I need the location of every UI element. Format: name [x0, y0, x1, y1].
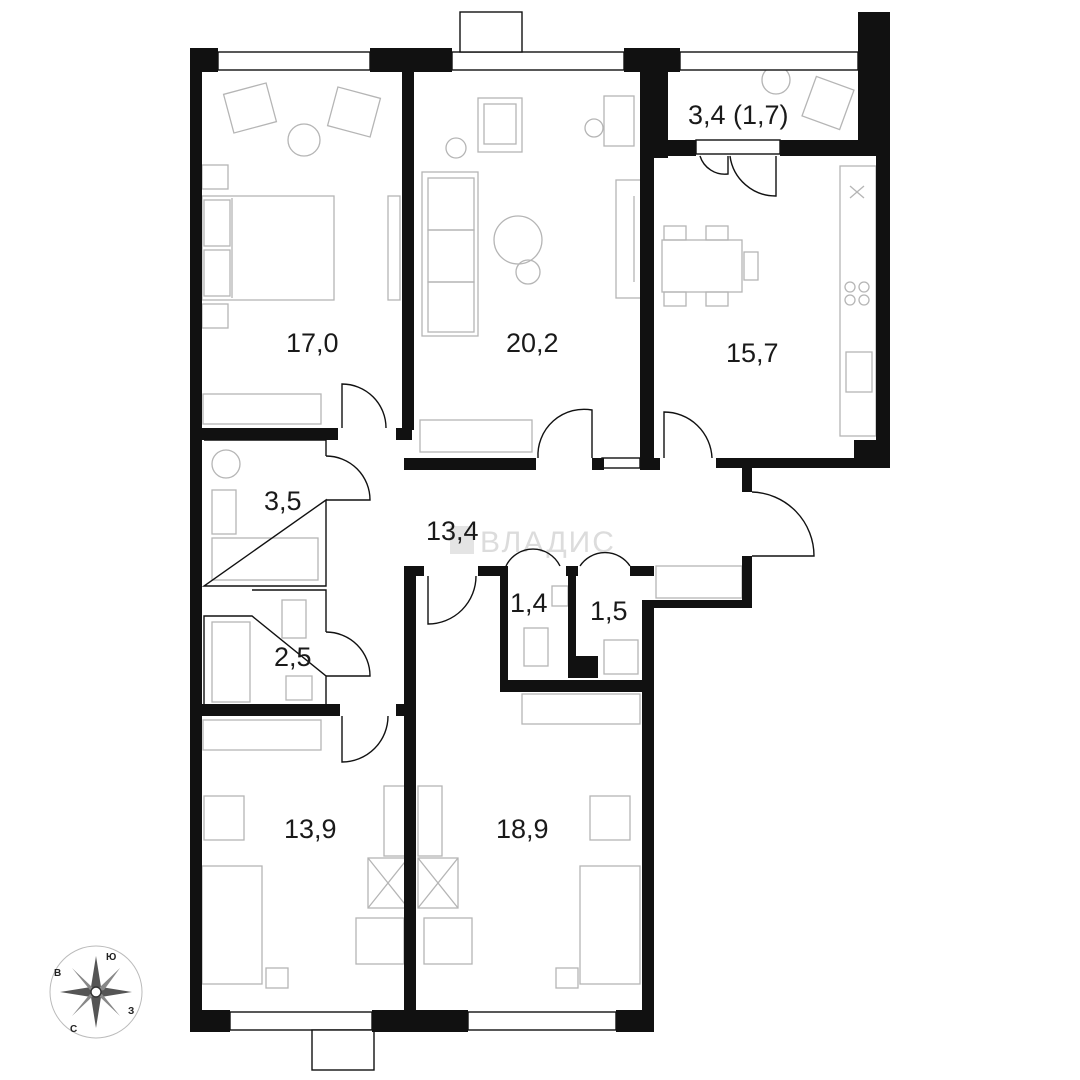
compass-label-bottom: С — [70, 1024, 77, 1035]
area-bathroom-small: 2,5 — [274, 642, 312, 672]
compass-label-right: З — [128, 1006, 134, 1017]
bathroom-walls — [201, 439, 327, 709]
area-storage: 1,5 — [590, 596, 628, 626]
area-bedroom-top-left: 17,0 — [286, 328, 339, 358]
area-hallway: 13,4 — [426, 516, 479, 546]
compass-label-left: В — [54, 968, 61, 979]
area-living-room: 20,2 — [506, 328, 559, 358]
area-toilet: 1,4 — [510, 588, 548, 618]
furniture — [201, 65, 877, 989]
compass-star-icon — [60, 956, 132, 1028]
area-bedroom-bottom-left: 13,9 — [284, 814, 337, 844]
area-labels: 17,0 20,2 15,7 3,4 (1,7) 3,5 13,4 1,4 1,… — [264, 100, 789, 844]
area-balcony: 3,4 (1,7) — [688, 100, 789, 130]
area-bedroom-bottom-right: 18,9 — [496, 814, 549, 844]
area-bathroom: 3,5 — [264, 486, 302, 516]
watermark-text: ВЛАДИС — [480, 526, 616, 559]
compass-rose: Ю В С З — [49, 945, 143, 1039]
doors — [325, 155, 815, 763]
compass-label-top: Ю — [106, 952, 116, 963]
watermark: ВЛАДИС — [450, 526, 616, 559]
walls — [190, 12, 890, 1032]
area-kitchen: 15,7 — [726, 338, 779, 368]
